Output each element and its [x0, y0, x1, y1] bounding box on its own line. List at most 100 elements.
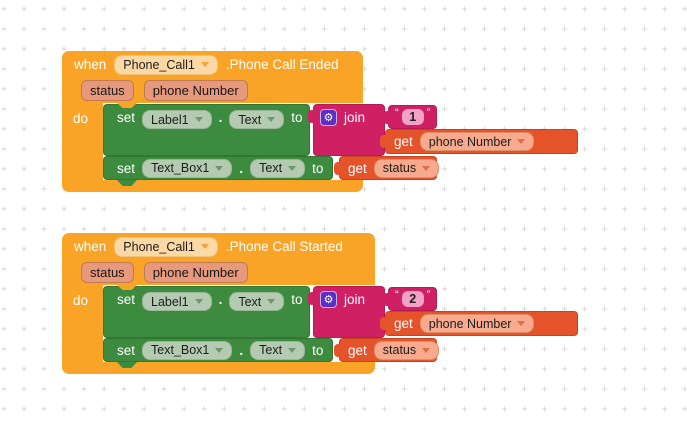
chevron-down-icon	[517, 139, 526, 144]
param-status[interactable]: status	[81, 262, 134, 283]
get-phone-number-block[interactable]: get phone Number	[380, 129, 578, 154]
dot-separator: .	[239, 342, 244, 358]
property-name: Text	[238, 294, 262, 309]
to-label: to	[291, 110, 303, 125]
property-dropdown[interactable]: Text	[229, 110, 285, 129]
do-label: do	[73, 111, 89, 126]
property-name: Text	[238, 112, 262, 127]
do-label: do	[73, 293, 89, 308]
chevron-down-icon	[215, 165, 224, 171]
component-name: Phone_Call1	[123, 57, 195, 72]
dot-separator: .	[218, 292, 223, 307]
open-quote: “	[395, 289, 399, 301]
string-value-field[interactable]: 1	[401, 109, 424, 125]
set-label: set	[117, 160, 136, 176]
string-block[interactable]: “ 1 ”	[382, 105, 438, 129]
event-name: .Phone Call Ended	[225, 57, 339, 72]
gear-icon[interactable]: ⚙	[320, 109, 337, 126]
property-name: Text	[259, 343, 283, 357]
do-slot: do	[62, 285, 103, 362]
event-header[interactable]: when Phone_Call1 .Phone Call Ended	[62, 51, 363, 78]
to-label: to	[291, 292, 303, 307]
variable-dropdown[interactable]: status	[373, 340, 440, 360]
property-dropdown[interactable]: Text	[250, 340, 306, 360]
get-phone-number-block[interactable]: get phone Number	[380, 311, 578, 336]
label1-name: Label1	[151, 294, 189, 309]
chevron-down-icon	[200, 62, 209, 67]
variable-name: status	[382, 161, 417, 175]
param-status[interactable]: status	[81, 80, 134, 101]
event-block-bottom	[62, 180, 363, 192]
set-textbox1-text-block[interactable]: set Text_Box1 . Text to	[103, 338, 333, 362]
set-textbox1-text-block[interactable]: set Text_Box1 . Text to	[103, 156, 333, 180]
set-label: set	[117, 342, 136, 358]
next-statement-tab	[117, 180, 137, 186]
textbox1-name: Text_Box1	[151, 161, 210, 175]
set-label: set	[117, 110, 136, 125]
get-status-block[interactable]: get status	[334, 338, 440, 362]
chevron-down-icon	[288, 347, 297, 353]
variable-dropdown[interactable]: status	[373, 158, 440, 178]
next-statement-tab	[117, 362, 137, 368]
component-name: Phone_Call1	[123, 239, 195, 254]
when-label: when	[74, 239, 107, 254]
get-label: get	[348, 342, 367, 358]
event-params-row: status phone Number	[62, 260, 375, 285]
label1-dropdown[interactable]: Label1	[142, 292, 212, 311]
get-label: get	[394, 134, 413, 149]
gear-icon[interactable]: ⚙	[320, 291, 337, 308]
get-status-block[interactable]: get status	[334, 156, 440, 180]
get-label: get	[348, 160, 367, 176]
textbox1-name: Text_Box1	[151, 343, 210, 357]
to-label: to	[312, 342, 324, 358]
variable-dropdown[interactable]: phone Number	[419, 314, 535, 333]
statement-notch	[117, 103, 137, 108]
event-header[interactable]: when Phone_Call1 .Phone Call Started	[62, 233, 375, 260]
property-dropdown[interactable]: Text	[229, 292, 285, 311]
when-phone-call-started-block[interactable]: when Phone_Call1 .Phone Call Started sta…	[62, 233, 642, 375]
chevron-down-icon	[194, 299, 203, 304]
variable-name: phone Number	[428, 316, 512, 331]
do-slot: do	[62, 103, 103, 180]
label1-dropdown[interactable]: Label1	[142, 110, 212, 129]
statement-notch	[117, 285, 137, 290]
event-params-row: status phone Number	[62, 78, 363, 103]
close-quote: ”	[426, 289, 431, 301]
dot-separator: .	[218, 110, 223, 125]
event-name: .Phone Call Started	[225, 239, 343, 254]
chevron-down-icon	[194, 117, 203, 122]
chevron-down-icon	[215, 347, 224, 353]
property-dropdown[interactable]: Text	[250, 158, 306, 178]
chevron-down-icon	[267, 299, 276, 304]
when-label: when	[74, 57, 107, 72]
string-value-field[interactable]: 2	[401, 291, 424, 307]
dot-separator: .	[239, 160, 244, 176]
join-label: join	[344, 292, 366, 307]
param-phone-number[interactable]: phone Number	[143, 262, 248, 283]
get-label: get	[394, 316, 413, 331]
set-label1-text-block[interactable]: set Label1 . Text to	[103, 104, 310, 156]
property-name: Text	[259, 161, 283, 175]
set-label1-text-block[interactable]: set Label1 . Text to	[103, 286, 310, 338]
variable-name: status	[382, 343, 417, 357]
string-block[interactable]: “ 2 ”	[382, 287, 438, 311]
event-block-bottom	[62, 362, 375, 374]
join-block[interactable]: ⚙ join	[308, 286, 385, 338]
set-label: set	[117, 292, 136, 307]
to-label: to	[312, 160, 324, 176]
open-quote: “	[395, 107, 399, 119]
variable-dropdown[interactable]: phone Number	[419, 132, 535, 151]
chevron-down-icon	[422, 165, 431, 171]
when-phone-call-ended-block[interactable]: when Phone_Call1 .Phone Call Ended statu…	[62, 51, 642, 193]
chevron-down-icon	[267, 117, 276, 122]
textbox1-dropdown[interactable]: Text_Box1	[142, 340, 233, 360]
param-phone-number[interactable]: phone Number	[143, 80, 248, 101]
join-label: join	[344, 110, 366, 125]
component-dropdown[interactable]: Phone_Call1	[114, 236, 218, 257]
join-block[interactable]: ⚙ join	[308, 104, 385, 156]
chevron-down-icon	[288, 165, 297, 171]
component-dropdown[interactable]: Phone_Call1	[114, 54, 218, 75]
textbox1-dropdown[interactable]: Text_Box1	[142, 158, 233, 178]
variable-name: phone Number	[428, 134, 512, 149]
